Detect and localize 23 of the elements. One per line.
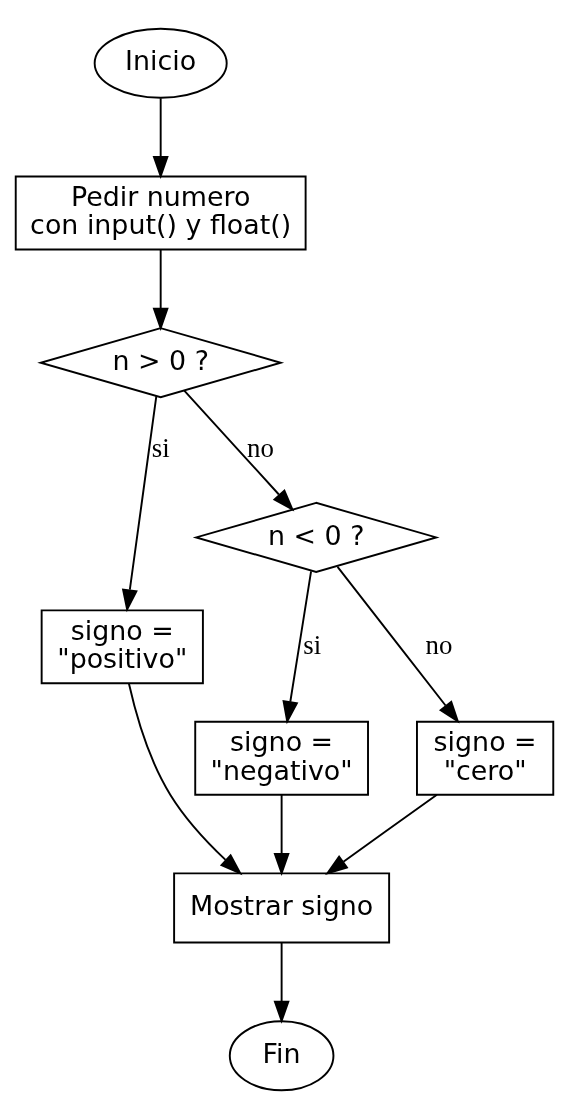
node-box: signo = "negativo"	[194, 720, 369, 796]
node-ellipse: Fin	[228, 1020, 335, 1092]
node-box: Pedir numero con input() y float()	[14, 175, 307, 251]
edge-label: si	[303, 629, 322, 660]
arrow	[325, 793, 438, 875]
arrow	[183, 389, 295, 512]
node-box: Mostrar signo	[173, 872, 391, 944]
arrow	[273, 941, 290, 1024]
arrow	[152, 97, 169, 179]
node-diamond: n > 0 ?	[37, 327, 285, 399]
edge-label: no	[247, 433, 274, 464]
arrow	[128, 682, 243, 876]
node-diamond: n < 0 ?	[192, 501, 440, 573]
arrow	[152, 248, 169, 331]
node-ellipse: Inicio	[93, 27, 228, 99]
arrow	[336, 565, 460, 724]
edge-label: no	[425, 629, 453, 660]
node-box: signo = "positivo"	[40, 609, 204, 685]
node-box: signo = "cero"	[416, 720, 555, 796]
arrow	[273, 793, 290, 877]
arrow	[121, 395, 158, 613]
edge-label: si	[151, 433, 170, 464]
arrow	[282, 570, 313, 725]
